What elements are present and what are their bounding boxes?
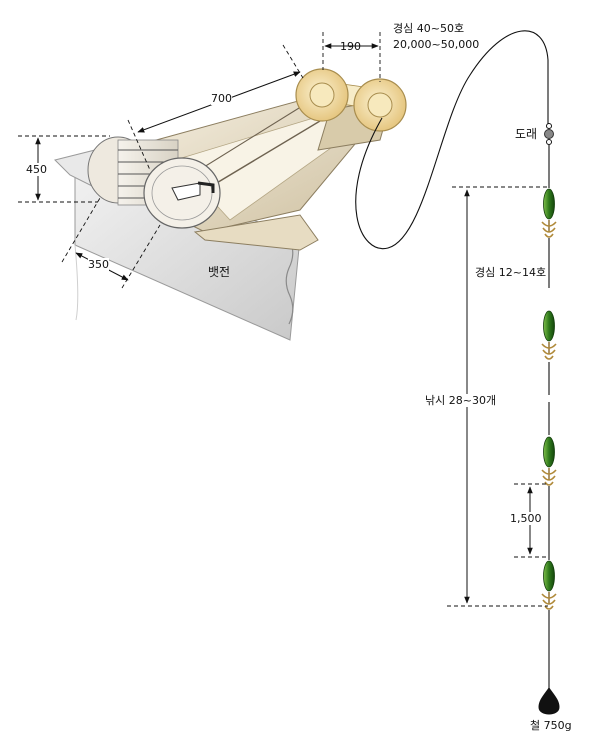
gunwale-label: 뱃전 bbox=[208, 265, 231, 279]
main-line bbox=[355, 30, 549, 250]
swivel-label: 도래 bbox=[515, 127, 538, 141]
dim-190-label: 190 bbox=[340, 40, 361, 53]
hauler-drum bbox=[87, 136, 221, 229]
sinker-label: 철 750g bbox=[530, 719, 572, 732]
hooks-label: 낚시 28~30개 bbox=[425, 394, 497, 407]
dim-700-ext2 bbox=[282, 44, 304, 79]
spacing-label: 1,500 bbox=[510, 512, 542, 525]
guide-rollers bbox=[295, 68, 407, 132]
dim-700-ext1 bbox=[127, 119, 151, 171]
sinker-icon bbox=[538, 687, 560, 715]
lure-hook-4 bbox=[541, 560, 557, 610]
lure-hook-2 bbox=[541, 310, 557, 360]
lure-hook-1 bbox=[541, 188, 557, 238]
mainline-length-label: 20,000~50,000 bbox=[393, 38, 480, 51]
mainline-gauge-label: 경심 40~50호 bbox=[393, 22, 465, 35]
dim-350-ext2 bbox=[121, 224, 161, 289]
dim-700-label: 700 bbox=[211, 92, 232, 105]
lure-hook-3 bbox=[541, 436, 557, 486]
dim-350-ext1 bbox=[61, 197, 101, 263]
dim-450-label: 450 bbox=[26, 163, 47, 176]
line-hauler-frame bbox=[119, 94, 393, 251]
swivel-icon bbox=[544, 123, 554, 145]
dim-350-label: 350 bbox=[88, 258, 109, 271]
branch-gauge-label: 경심 12~14호 bbox=[475, 266, 547, 279]
